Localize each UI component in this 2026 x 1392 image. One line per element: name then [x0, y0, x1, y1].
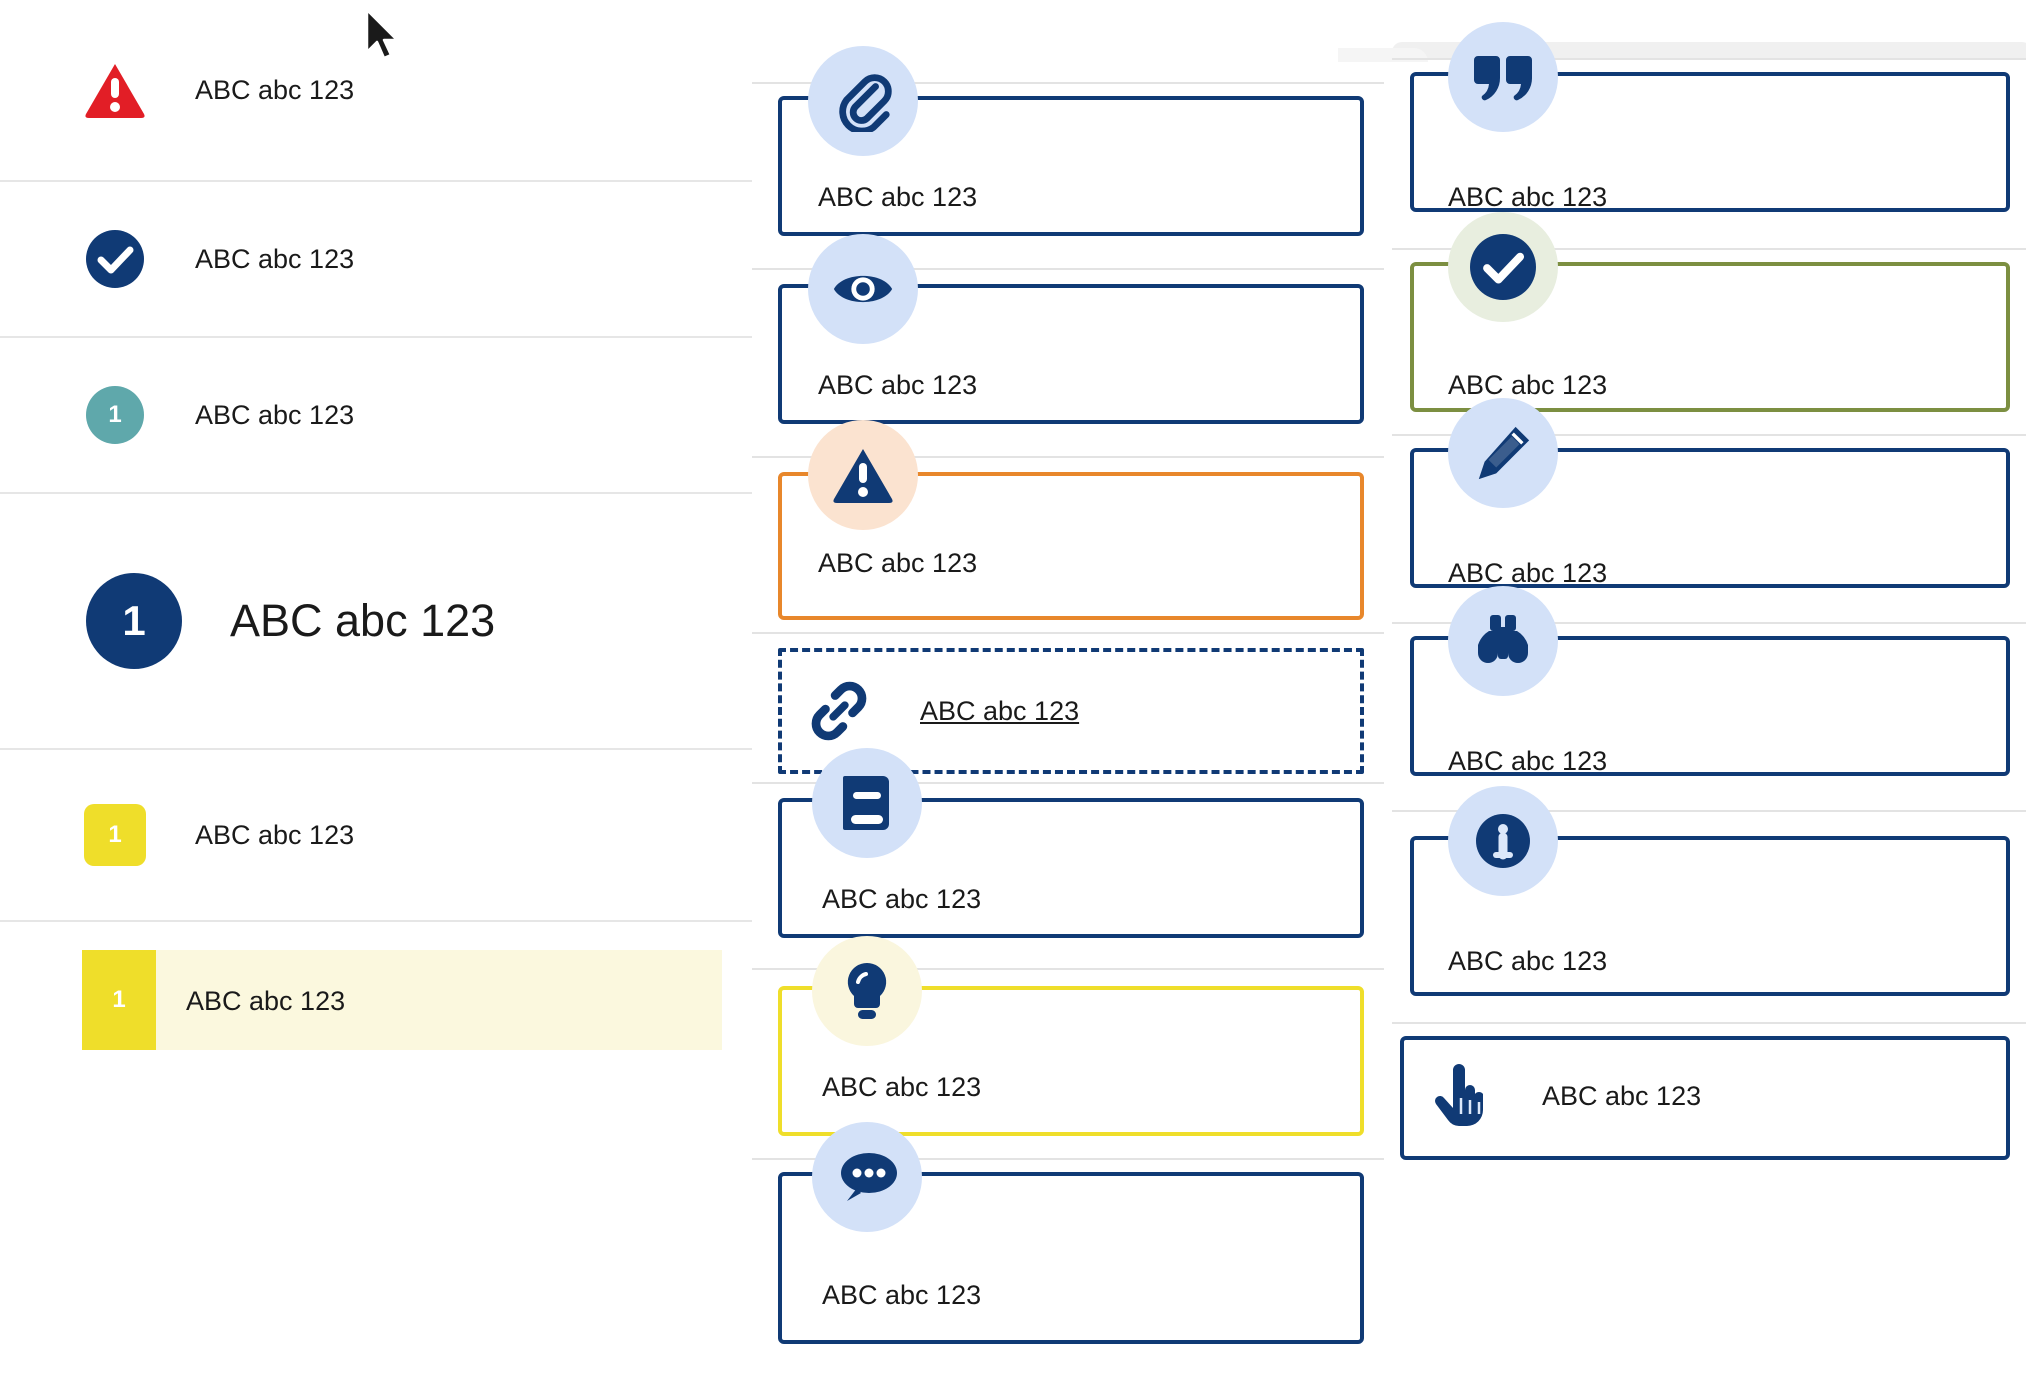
number-badge-icon: 1	[80, 804, 150, 866]
badge-count: 1	[108, 401, 122, 428]
card-label: ABC abc 123	[818, 370, 978, 400]
lightbulb-icon	[812, 936, 922, 1046]
badge-count: 1	[112, 986, 126, 1013]
card-separator	[752, 632, 1384, 634]
book-icon	[812, 748, 922, 858]
card-separator	[1392, 248, 2026, 250]
card-label: ABC abc 123	[1448, 182, 1608, 212]
warning-triangle-icon	[808, 420, 918, 530]
pointing-hand-icon	[1432, 1064, 1492, 1128]
card-label: ABC abc 123	[1448, 558, 1608, 588]
number-badge-icon: 1	[80, 386, 150, 444]
card-action[interactable]	[1400, 1036, 2010, 1160]
card-label: ABC abc 123	[818, 182, 978, 212]
legend-row-label: ABC abc 123	[230, 595, 496, 646]
card-link-label[interactable]: ABC abc 123	[920, 695, 1080, 726]
card-separator	[752, 82, 1384, 84]
teal-count-badge: 1	[86, 386, 144, 444]
legend-row-success[interactable]: ABC abc 123	[0, 182, 752, 338]
card-label: ABC abc 123	[1448, 370, 1608, 400]
link-row[interactable]: ABC abc 123	[808, 680, 1079, 742]
number-badge-icon: 1	[80, 573, 188, 669]
legend-row-info-count[interactable]: 1 ABC abc 123	[0, 338, 752, 494]
card-separator	[752, 268, 1384, 270]
card-separator	[752, 1158, 1384, 1160]
card-label: ABC abc 123	[822, 884, 982, 914]
legend-row-label: ABC abc 123	[195, 243, 355, 274]
card-label: ABC abc 123	[1448, 946, 1608, 976]
card-separator	[752, 782, 1384, 784]
yellow-count-badge: 1	[84, 804, 146, 866]
legend-row-label: ABC abc 123	[195, 399, 355, 430]
highlight-bar	[82, 950, 722, 1050]
pencil-icon	[1448, 398, 1558, 508]
card-label: ABC abc 123	[1542, 1080, 1702, 1111]
warning-triangle-icon	[80, 62, 150, 118]
binoculars-icon	[1448, 586, 1558, 696]
legend-row-note-count[interactable]: 1 ABC abc 123	[0, 750, 752, 922]
info-circle-icon	[1448, 786, 1558, 896]
badge-count: 1	[108, 821, 122, 848]
legend-row-label: ABC abc 123	[195, 74, 355, 105]
yellow-count-badge: 1	[82, 950, 156, 1050]
badge-count: 1	[122, 597, 146, 644]
card-separator	[1392, 622, 2026, 624]
paperclip-icon	[808, 46, 918, 156]
check-circle-icon	[1448, 212, 1558, 322]
card-label: ABC abc 123	[822, 1280, 982, 1310]
card-separator	[752, 456, 1384, 458]
legend-panel: ABC abc 123 ABC abc 123 1 ABC abc 123	[0, 0, 752, 1392]
legend-row-note-highlighted[interactable]: 1 ABC abc 123	[0, 922, 752, 1102]
legend-row-label: ABC abc 123	[186, 986, 346, 1016]
eye-icon	[808, 234, 918, 344]
comment-dots-icon	[812, 1122, 922, 1232]
card-separator	[1392, 434, 2026, 436]
legend-row-primary-count[interactable]: 1 ABC abc 123	[0, 494, 752, 750]
navy-count-badge: 1	[86, 573, 182, 669]
card-label: ABC abc 123	[1448, 746, 1608, 776]
quote-icon	[1448, 22, 1558, 132]
card-separator	[1392, 810, 2026, 812]
link-icon	[808, 680, 870, 742]
card-separator	[1392, 1022, 2026, 1024]
action-row[interactable]: ABC abc 123	[1432, 1064, 1701, 1128]
card-separator	[1392, 58, 2026, 60]
check-circle-icon	[80, 230, 150, 288]
card-separator	[752, 968, 1384, 970]
mouse-pointer-icon	[364, 8, 404, 64]
legend-row-warning[interactable]: ABC abc 123	[0, 0, 752, 182]
card-label: ABC abc 123	[822, 1072, 982, 1102]
legend-row-label: ABC abc 123	[195, 819, 355, 850]
card-label: ABC abc 123	[818, 548, 978, 578]
